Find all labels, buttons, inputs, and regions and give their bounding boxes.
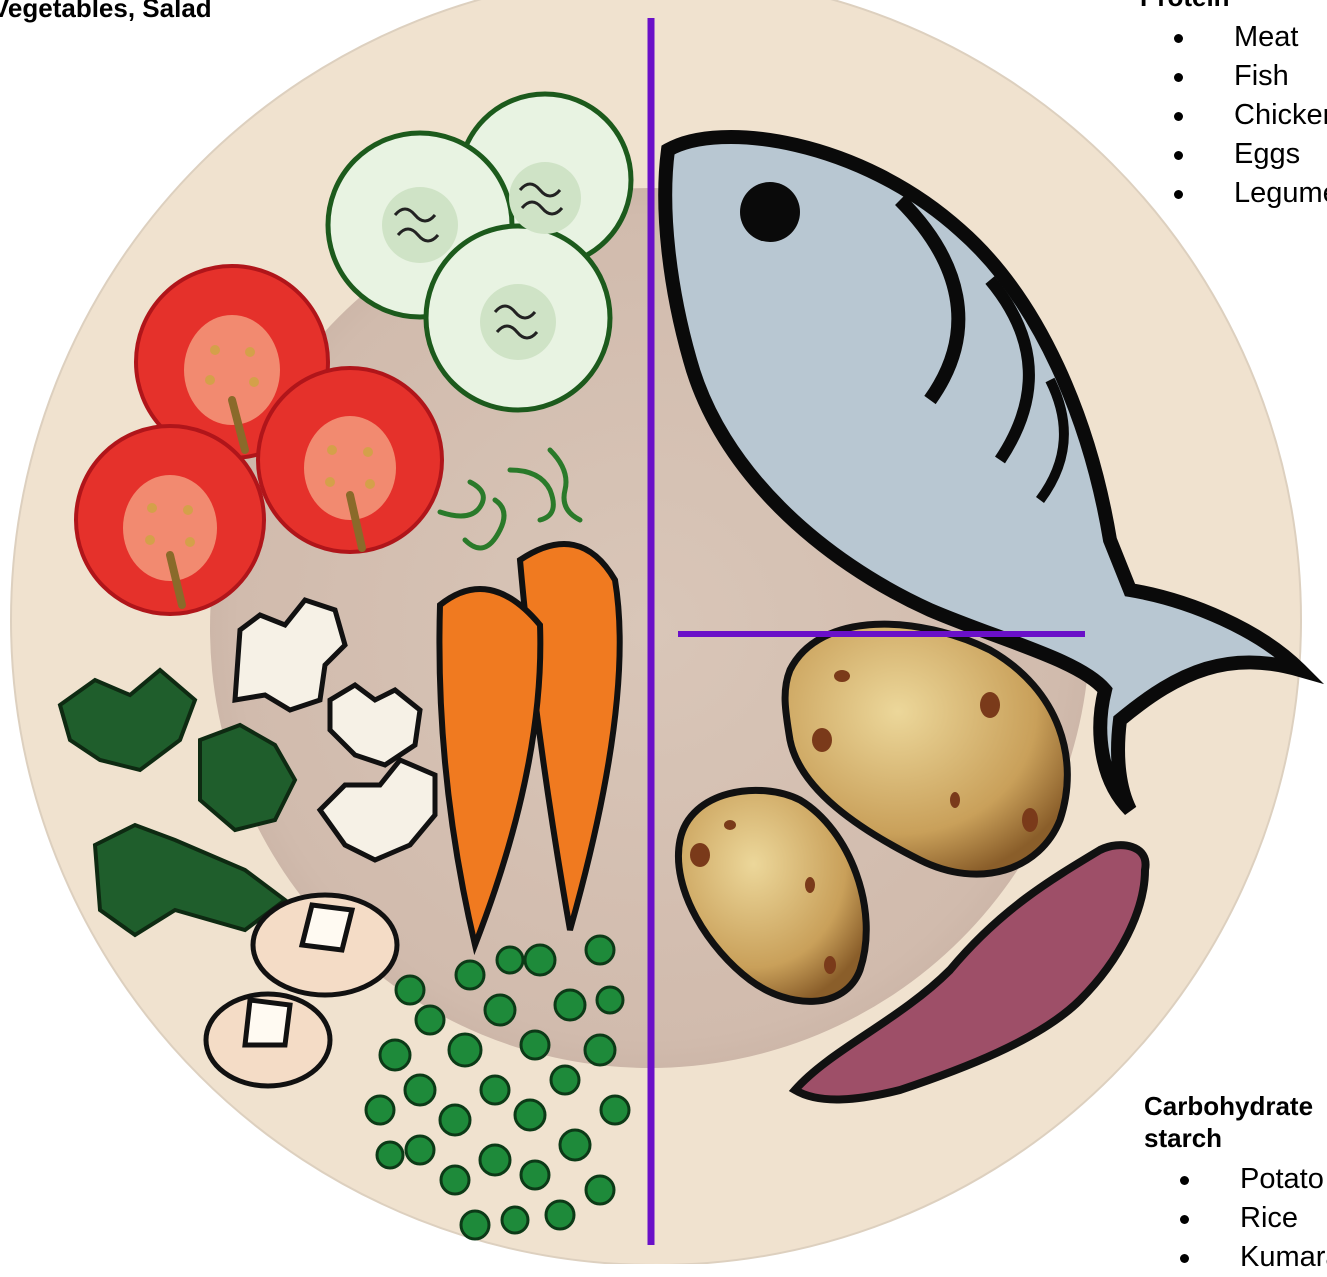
protein-list: Meat Fish Chicken Eggs Legumes [1174,18,1327,213]
carbohydrate-list: Potato Rice Kumara [1180,1160,1327,1277]
list-item: Potato [1180,1160,1327,1199]
list-item: Kumara [1180,1238,1327,1277]
carbohydrate-heading: Carbohydrate [1144,1092,1313,1120]
carbohydrate-subheading: starch [1144,1124,1222,1152]
list-item: Eggs [1174,135,1327,174]
list-item: Rice [1180,1199,1327,1238]
list-item: Legumes [1174,174,1327,213]
list-item: Chicken [1174,96,1327,135]
list-item: Meat [1174,18,1327,57]
list-item: Fish [1174,57,1327,96]
protein-heading: Protein [1140,0,1230,11]
vegetables-heading: Vegetables, Salad [0,0,212,22]
